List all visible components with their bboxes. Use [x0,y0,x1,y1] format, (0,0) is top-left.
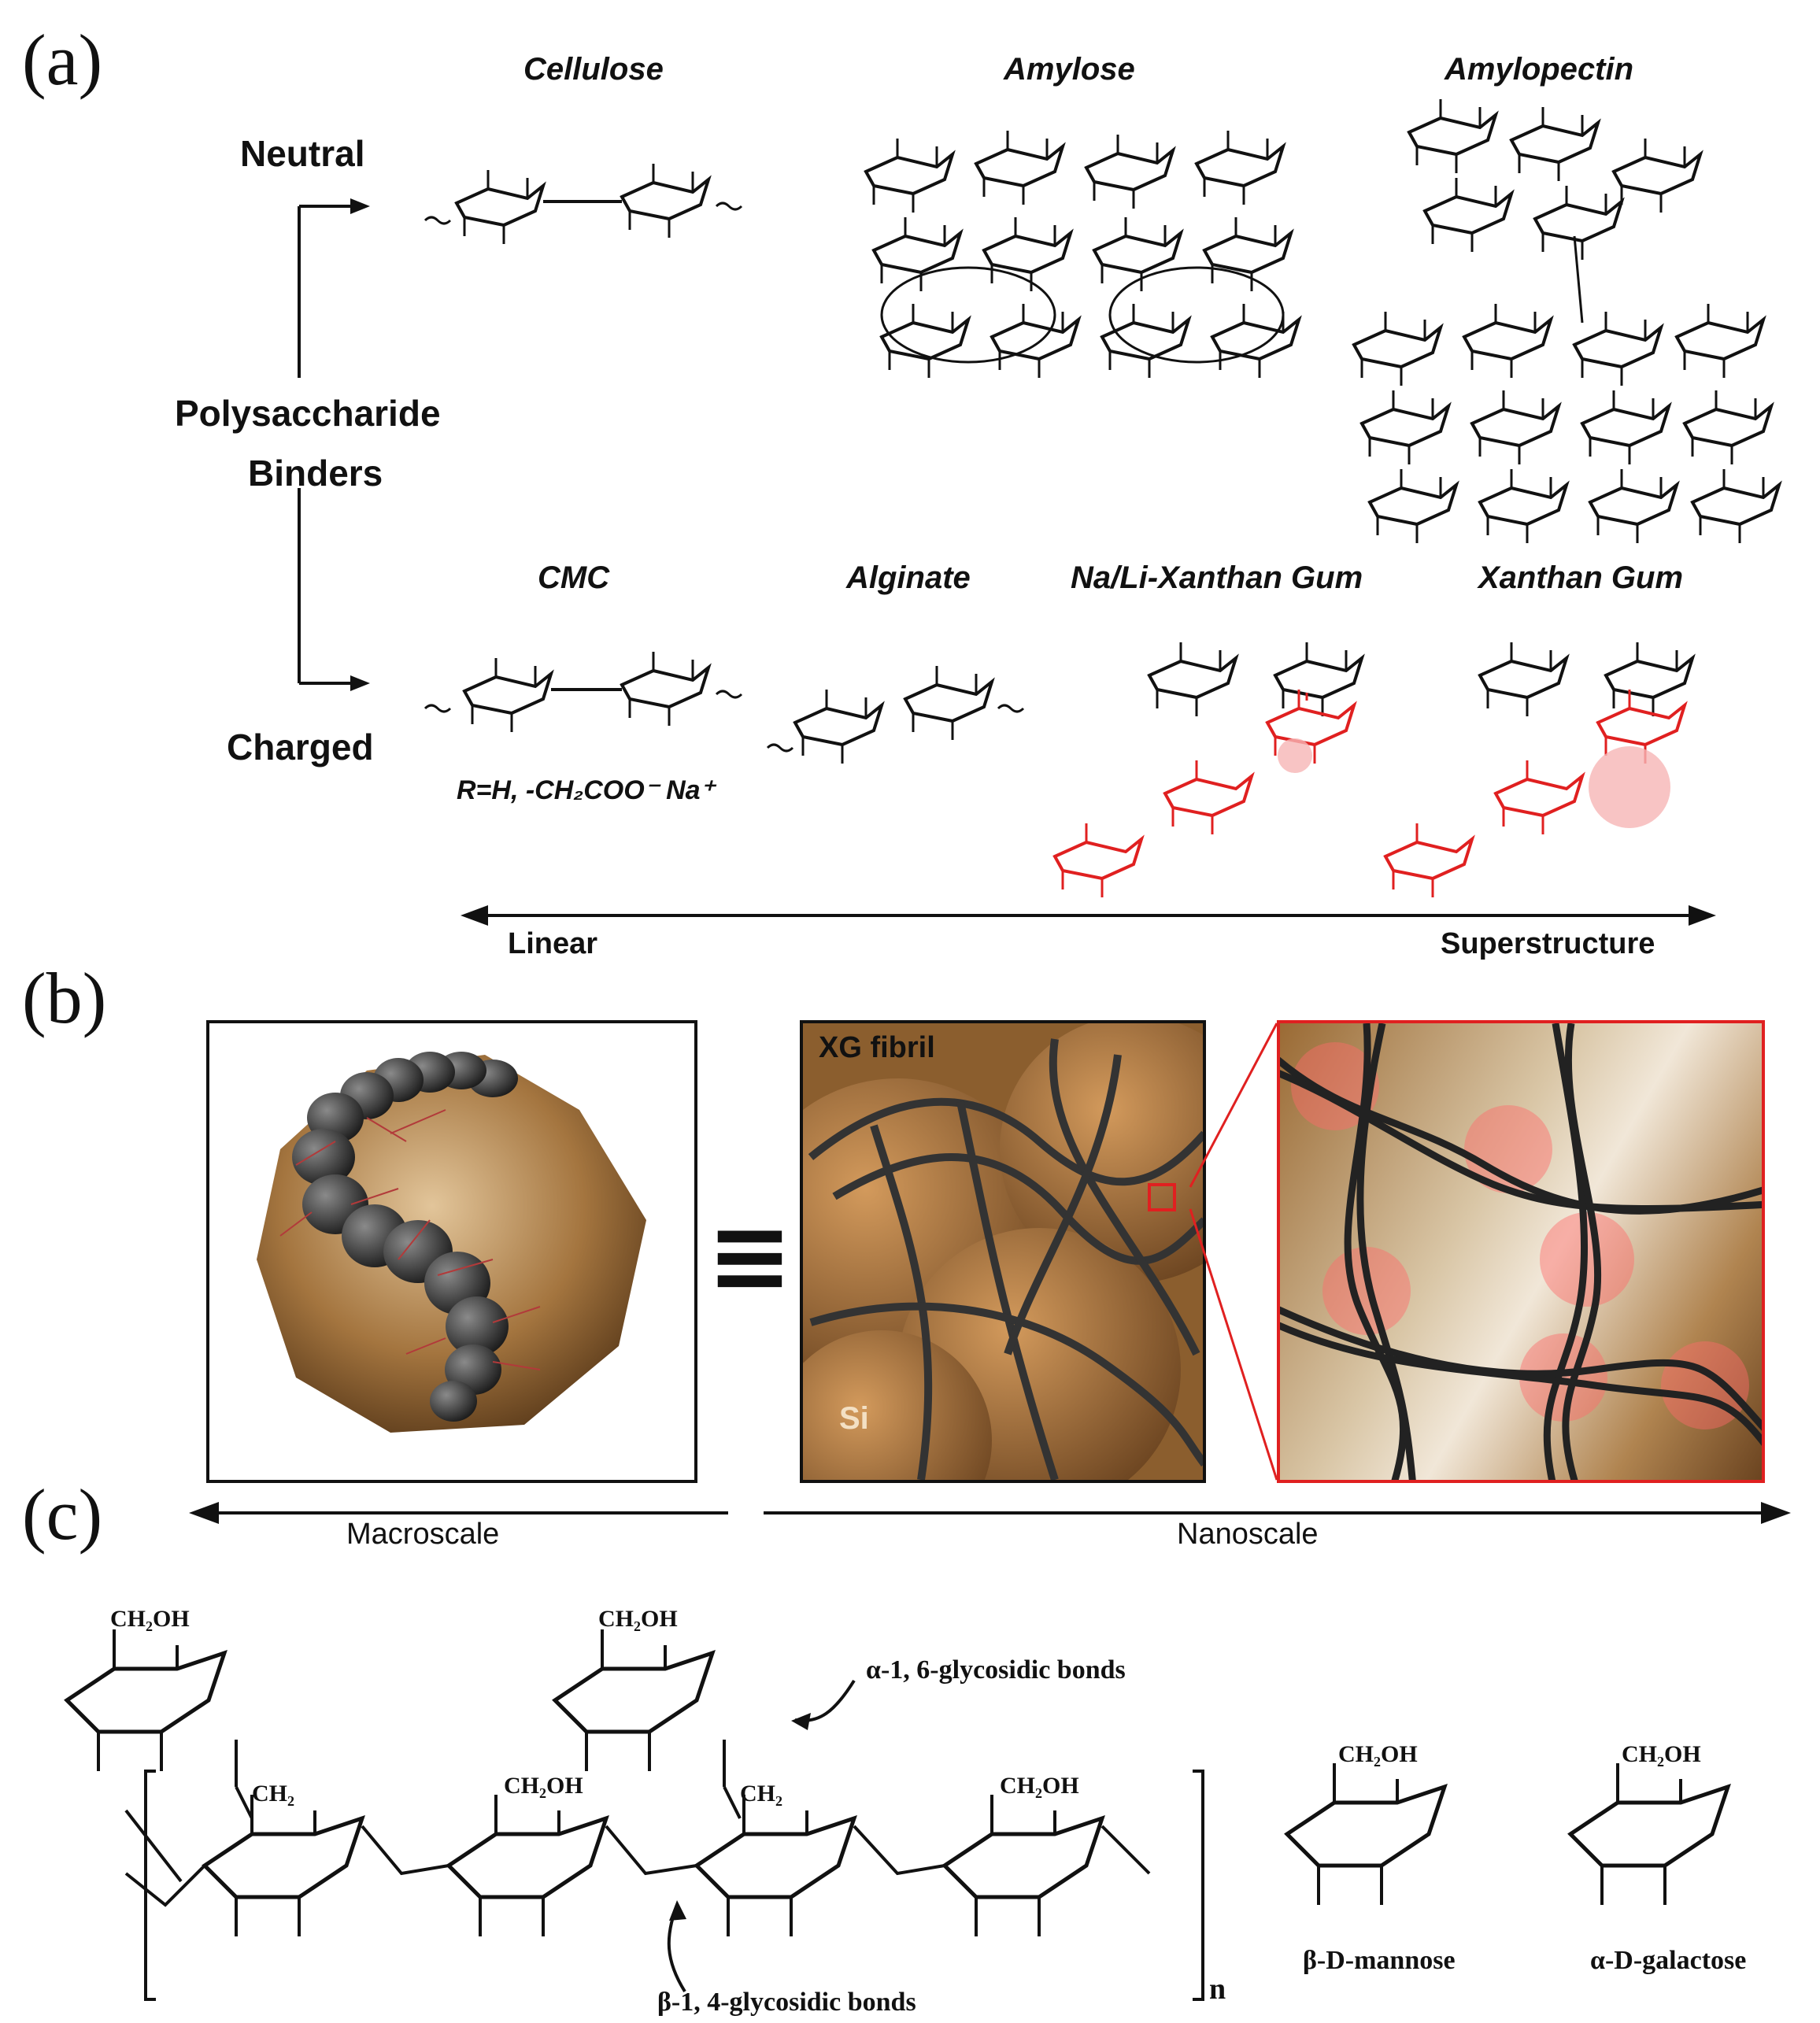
charge-halos [1291,1042,1749,1429]
title-na-li-xanthan: Na/Li-Xanthan Gum [1071,560,1363,595]
nanoscale-box: XG fibril Si [800,1020,1206,1483]
amylose-structure [864,129,1300,379]
title-alginate: Alginate [846,560,971,595]
panel-b-label: (b) [22,958,107,1038]
centipede-legs [279,1109,541,1370]
beta-bond-annotation: β-1, 4-glycosidic bonds [657,1988,916,2017]
repeat-index-n: n [1209,1973,1226,2006]
xg-fibril-label: XG fibril [819,1031,935,1064]
ring-label-ch2oh-4: CH₂OH [1000,1773,1079,1799]
axis-a-right: Superstructure [1441,927,1655,960]
axis-b-left: Macroscale [346,1518,500,1551]
xg-fibrils [808,1038,1203,1480]
title-xanthan: Xanthan Gum [1478,560,1684,595]
classification-bracket [298,198,370,691]
axis-b-right: Nanoscale [1177,1518,1319,1551]
ring-label-ch2oh-5: CH₂OH [1338,1741,1418,1767]
cmc-substituent-note: R=H, -CH₂COO⁻ Na⁺ [457,775,715,805]
zoomed-fibril-box [1277,1020,1765,1483]
amylopectin-structure [1352,98,1781,545]
neutral-label: Neutral [240,133,365,174]
title-amylopectin: Amylopectin [1445,52,1634,87]
macroscale-box [206,1020,697,1483]
title-amylose: Amylose [1004,52,1135,87]
double-helix-chains [1280,1023,1762,1480]
ring-label-ch2oh-2: CH₂OH [598,1606,678,1632]
monomer-galactose-label: α-D-galactose [1590,1946,1747,1975]
alpha-bond-annotation: α-1, 6-glycosidic bonds [866,1655,1126,1685]
monomer-mannose-label: β-D-mannose [1303,1946,1456,1975]
alginate-structure [766,664,1025,765]
root-label-line2: Binders [248,453,383,494]
cellulose-structure [424,162,743,246]
ring-label-ch2oh-6: CH₂OH [1622,1741,1701,1767]
na-li-xanthan-structure [1053,641,1363,899]
charged-label: Charged [227,727,374,767]
si-label: Si [839,1401,869,1436]
centipede-particle-illustration [257,1052,646,1433]
ring-label-ch2oh-3: CH₂OH [504,1773,583,1799]
equivalence-symbol: ≡ [707,1196,793,1315]
title-cellulose: Cellulose [523,52,664,87]
axis-a-left: Linear [508,927,598,960]
panel-c-label: (c) [22,1474,103,1555]
ring-label-ch2-1: CH₂ [252,1781,294,1807]
title-cmc: CMC [538,560,610,595]
ring-label-ch2oh-1: CH₂OH [110,1606,190,1632]
repeat-brackets [144,1770,1204,2001]
fibril-network-illustration [803,1023,1203,1480]
centipede-body [292,1052,518,1422]
xanthan-structure [1384,641,1694,899]
linear-superstructure-axis [461,905,1716,926]
cmc-structure [424,650,743,734]
helical-chains-illustration [1280,1023,1762,1480]
panel-a-label: (a) [22,20,103,100]
ring-label-ch2-2: CH₂ [740,1781,782,1807]
root-label-line1: Polysaccharide [175,393,441,434]
